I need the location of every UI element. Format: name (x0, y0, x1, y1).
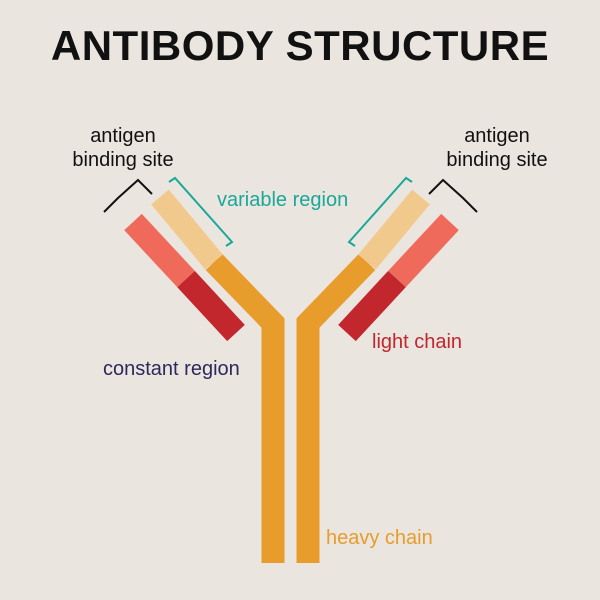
heavy-chain-left (205, 254, 285, 563)
heavy-chain-label: heavy chain (326, 527, 433, 549)
heavy-chain-right (296, 254, 376, 563)
antigen-binding-site-label-left: antigen binding site (58, 124, 188, 172)
antigen-label-line: antigen (464, 125, 530, 147)
light-chain-label: light chain (372, 331, 463, 353)
variable-heavy-right (358, 189, 430, 270)
variable-region-label: variable region (217, 189, 349, 211)
variable-region-bracket-left (168, 176, 234, 247)
constant-region-label: constant region (103, 358, 240, 380)
antigen-bracket-left (103, 178, 153, 213)
binding-site-label-line: binding site (446, 149, 548, 171)
antigen-binding-site-label-right: antigen binding site (432, 124, 562, 172)
light-constant-right (338, 270, 406, 342)
variable-heavy-left (151, 189, 223, 270)
light-variable-right (388, 213, 459, 288)
variable-region-bracket-right (347, 176, 413, 247)
antigen-bracket-right (428, 178, 478, 213)
antigen-label-line: antigen (90, 125, 156, 147)
light-constant-left (177, 270, 245, 342)
binding-site-label-line: binding site (72, 149, 174, 171)
page-title: ANTIBODY STRUCTURE (50, 22, 550, 69)
light-variable-left (124, 213, 195, 288)
